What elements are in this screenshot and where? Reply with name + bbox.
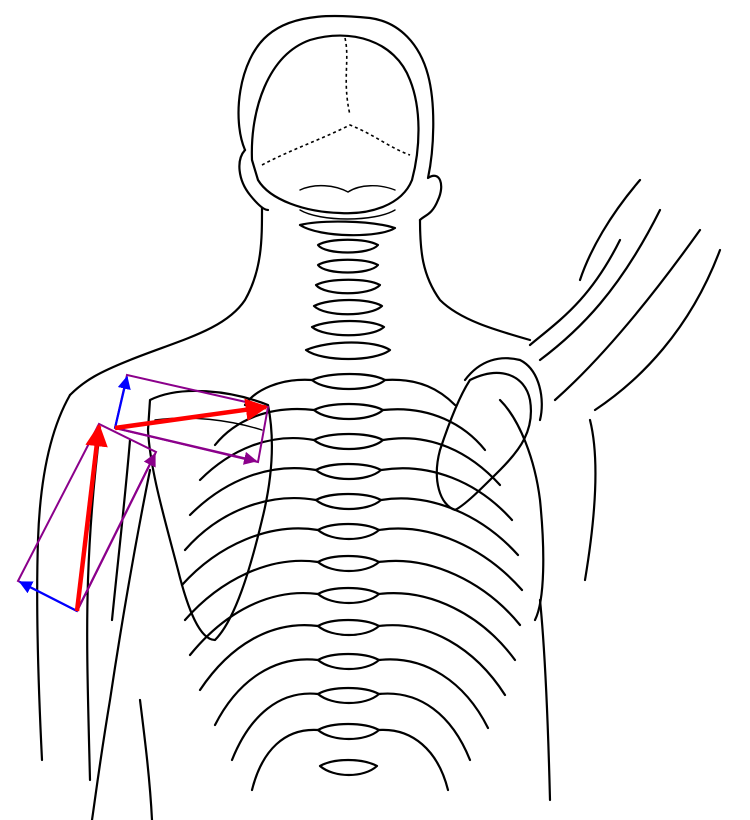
lower-purple-arrow (76, 452, 156, 612)
head (68, 14, 532, 397)
upper-purple-arrow (114, 426, 258, 465)
lower-blue-arrow (18, 581, 78, 612)
upper-force-diagram (113, 373, 270, 465)
lower-red-resultant-arrow (74, 423, 108, 612)
right-arm (528, 178, 722, 582)
cervical-spine (298, 220, 397, 361)
upper-red-resultant-arrow (114, 398, 269, 431)
left-scapula (146, 389, 273, 642)
right-scapula (435, 357, 545, 622)
upper-blue-arrow (113, 375, 131, 429)
thoracic-spine (310, 372, 387, 776)
ribs-left (180, 378, 320, 792)
torso-outline (138, 598, 552, 820)
lower-force-diagram (16, 422, 158, 613)
ribs-right (377, 378, 524, 792)
